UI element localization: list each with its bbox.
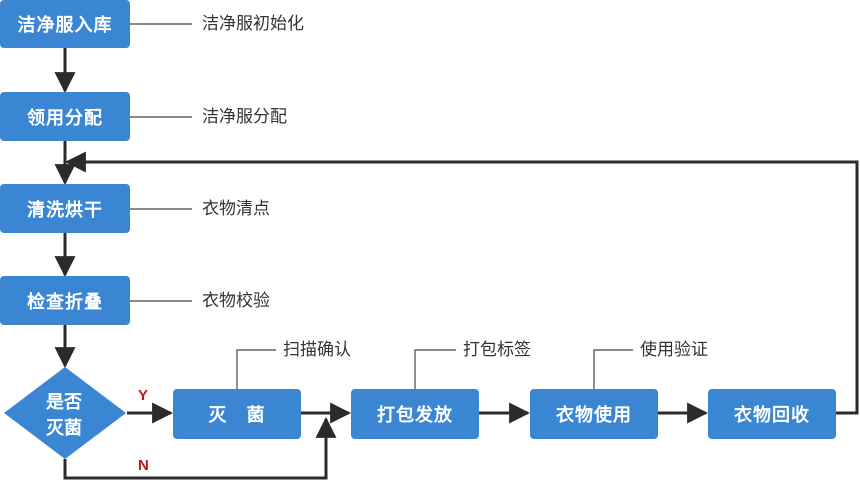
note-inspect-fold: 衣物校验 xyxy=(202,291,270,311)
decision-label: 是否 灭菌 xyxy=(12,382,116,450)
leader-use xyxy=(593,349,633,389)
note-wash-dry: 衣物清点 xyxy=(202,199,270,219)
node-recycle: 衣物回收 xyxy=(708,389,836,439)
node-pack-issue: 打包发放 xyxy=(351,389,479,439)
decision-line-1: 是否 xyxy=(46,392,82,413)
node-use: 衣物使用 xyxy=(530,389,658,439)
note-pack-issue: 打包标签 xyxy=(463,340,531,360)
note-sterilize: 扫描确认 xyxy=(283,340,351,360)
note-warehouse: 洁净服初始化 xyxy=(202,14,304,34)
note-allocate: 洁净服分配 xyxy=(202,107,287,127)
node-warehouse: 洁净服入库 xyxy=(0,0,130,48)
branch-yes-label: Y xyxy=(138,387,149,404)
node-wash-dry: 清洗烘干 xyxy=(0,184,130,233)
leader-pack xyxy=(414,349,456,389)
note-use: 使用验证 xyxy=(640,340,708,360)
decision-diamond xyxy=(4,367,126,459)
leader-sterilize xyxy=(236,349,276,389)
branch-no-label: N xyxy=(138,457,149,474)
node-sterilize: 灭 菌 xyxy=(173,389,301,439)
arrow-no-bypass xyxy=(63,416,337,480)
node-inspect-fold: 检查折叠 xyxy=(0,276,130,325)
decision-line-2: 灭菌 xyxy=(46,418,82,439)
arrow-recycle-loop-back xyxy=(64,151,859,415)
node-allocate: 领用分配 xyxy=(0,92,130,141)
